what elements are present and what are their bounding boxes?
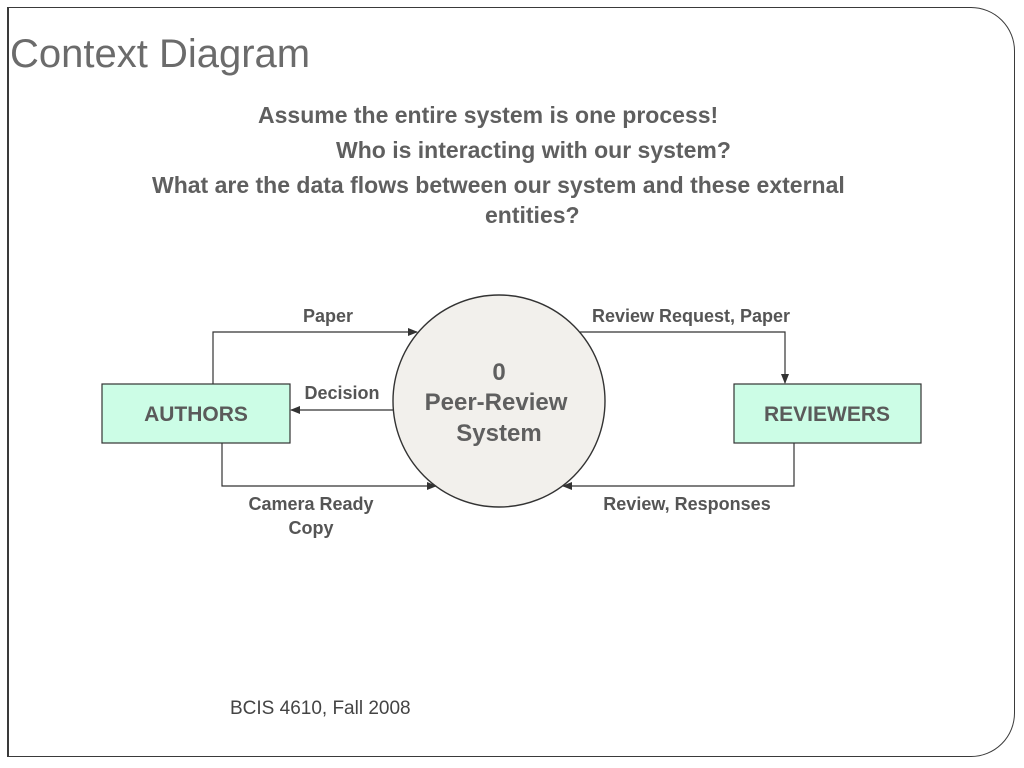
slide-footer: BCIS 4610, Fall 2008: [230, 698, 411, 719]
process-number: 0: [492, 359, 505, 386]
reviewers-entity-box: [733, 383, 922, 444]
flow-paper-arrow: [212, 328, 418, 384]
slide-title: Context Diagram: [10, 32, 311, 76]
flow-camera-ready-label-line2: Copy: [289, 518, 334, 538]
flow-review-responses-label: Review, Responses: [603, 494, 770, 514]
process-circle: [392, 294, 606, 508]
authors-entity-label: AUTHORS: [144, 403, 248, 426]
flow-camera-ready-arrow: [221, 443, 437, 490]
flow-review-request-label: Review Request, Paper: [592, 306, 790, 326]
question-data-flows-continued: entities?: [485, 202, 580, 228]
question-data-flows: What are the data flows between our syst…: [152, 172, 845, 198]
flow-paper-label: Paper: [303, 306, 353, 326]
authors-entity-box: [101, 383, 291, 444]
flow-decision-label: Decision: [304, 383, 379, 403]
question-who-interacts: Who is interacting with our system?: [336, 137, 731, 163]
process-name-line2: System: [456, 420, 541, 447]
slide-left-border: [7, 7, 9, 757]
flow-review-request-arrow: [580, 331, 789, 384]
reviewers-entity-label: REVIEWERS: [764, 403, 890, 426]
process-name-line1: Peer-Review: [425, 389, 568, 416]
question-one-process: Assume the entire system is one process!: [258, 102, 719, 128]
flow-camera-ready-label-line1: Camera Ready: [248, 494, 373, 514]
flow-review-responses-arrow: [562, 443, 795, 490]
